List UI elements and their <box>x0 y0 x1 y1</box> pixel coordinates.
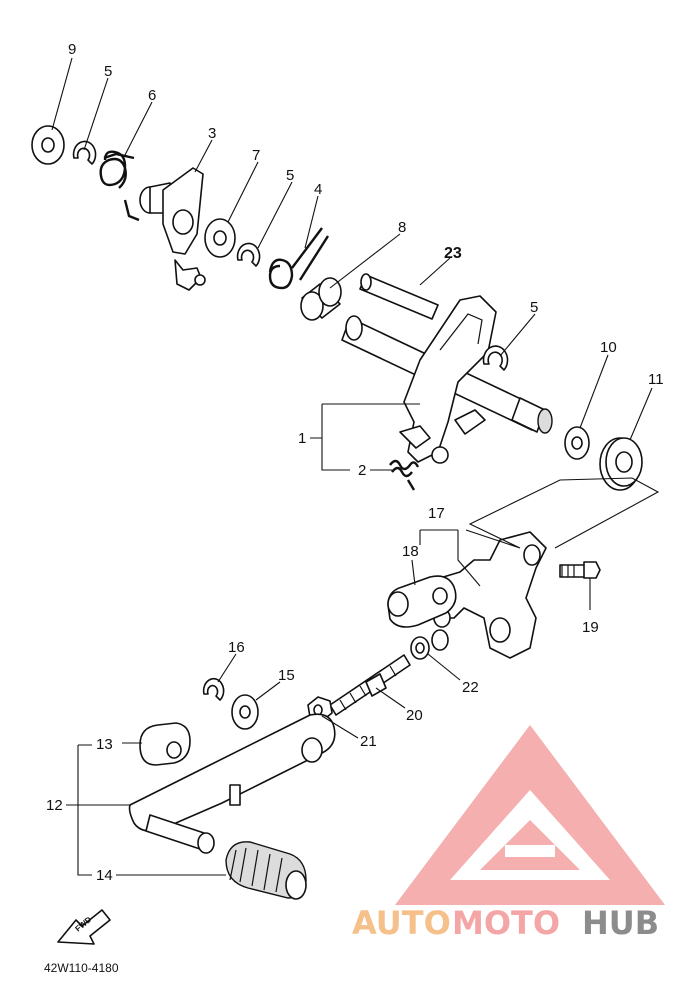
part-22-nut <box>410 629 449 660</box>
part-15-washer <box>231 694 259 730</box>
callout-23: 23 <box>444 245 462 262</box>
callout-3: 3 <box>208 125 216 142</box>
part-20-adjuster-rod <box>329 654 411 716</box>
callout-9: 9 <box>68 41 76 58</box>
part-18-rod-end <box>387 575 457 628</box>
callout-18: 18 <box>402 543 419 560</box>
callout-5-b: 5 <box>286 167 294 184</box>
callout-5-c: 5 <box>530 299 538 316</box>
part-12-shift-pedal <box>128 713 336 854</box>
callout-6: 6 <box>148 87 156 104</box>
callout-21: 21 <box>360 733 377 750</box>
fwd-arrow-icon <box>57 909 111 945</box>
callout-11: 11 <box>648 371 664 388</box>
part-7-washer <box>204 218 236 258</box>
part-19-bolt <box>559 561 601 579</box>
part-23-rod <box>359 273 439 320</box>
part-6-spring <box>99 150 140 222</box>
part-3-shift-plate <box>139 167 206 291</box>
part-13-rod-end <box>139 722 191 766</box>
callout-labels: 9 5 6 3 7 5 4 8 23 5 10 11 1 2 17 18 19 … <box>46 41 664 884</box>
watermark-hub: HUB <box>582 904 659 942</box>
callout-2: 2 <box>358 462 366 479</box>
part-8-collar <box>300 277 342 321</box>
part-11-oil-seal <box>599 437 643 491</box>
part-5-circlip-a <box>72 140 97 165</box>
callout-8: 8 <box>398 219 406 236</box>
callout-22: 22 <box>462 679 479 696</box>
callout-17: 17 <box>428 505 445 522</box>
part-16-circlip <box>202 677 225 701</box>
part-9-washer <box>31 125 65 165</box>
part-5-circlip-c <box>482 345 509 371</box>
callout-16: 16 <box>228 639 245 656</box>
part-10-washer <box>564 426 590 460</box>
callout-5-a: 5 <box>104 63 112 80</box>
part-1-shift-shaft <box>341 295 553 464</box>
callout-1: 1 <box>298 430 306 447</box>
callout-20: 20 <box>406 707 423 724</box>
callout-12: 12 <box>46 797 63 814</box>
callout-4: 4 <box>314 181 322 198</box>
callout-13: 13 <box>96 736 113 753</box>
part-4-spring <box>268 227 330 290</box>
drawing-code: 42W110-4180 <box>44 961 119 975</box>
callout-14: 14 <box>96 867 113 884</box>
leader-lines <box>51 57 660 876</box>
callout-10: 10 <box>600 339 617 356</box>
part-14-pedal-rubber <box>225 841 307 900</box>
watermark-moto: MOTO <box>452 904 560 942</box>
callout-19: 19 <box>582 619 599 636</box>
watermark-auto: AUTO <box>352 904 451 942</box>
callout-15: 15 <box>278 667 295 684</box>
watermark-text: AUTO MOTO HUB <box>352 904 659 942</box>
watermark-logo-icon <box>395 725 665 905</box>
part-5-circlip-b <box>236 242 261 267</box>
part-2-spring <box>389 459 420 491</box>
callout-7: 7 <box>252 147 260 164</box>
